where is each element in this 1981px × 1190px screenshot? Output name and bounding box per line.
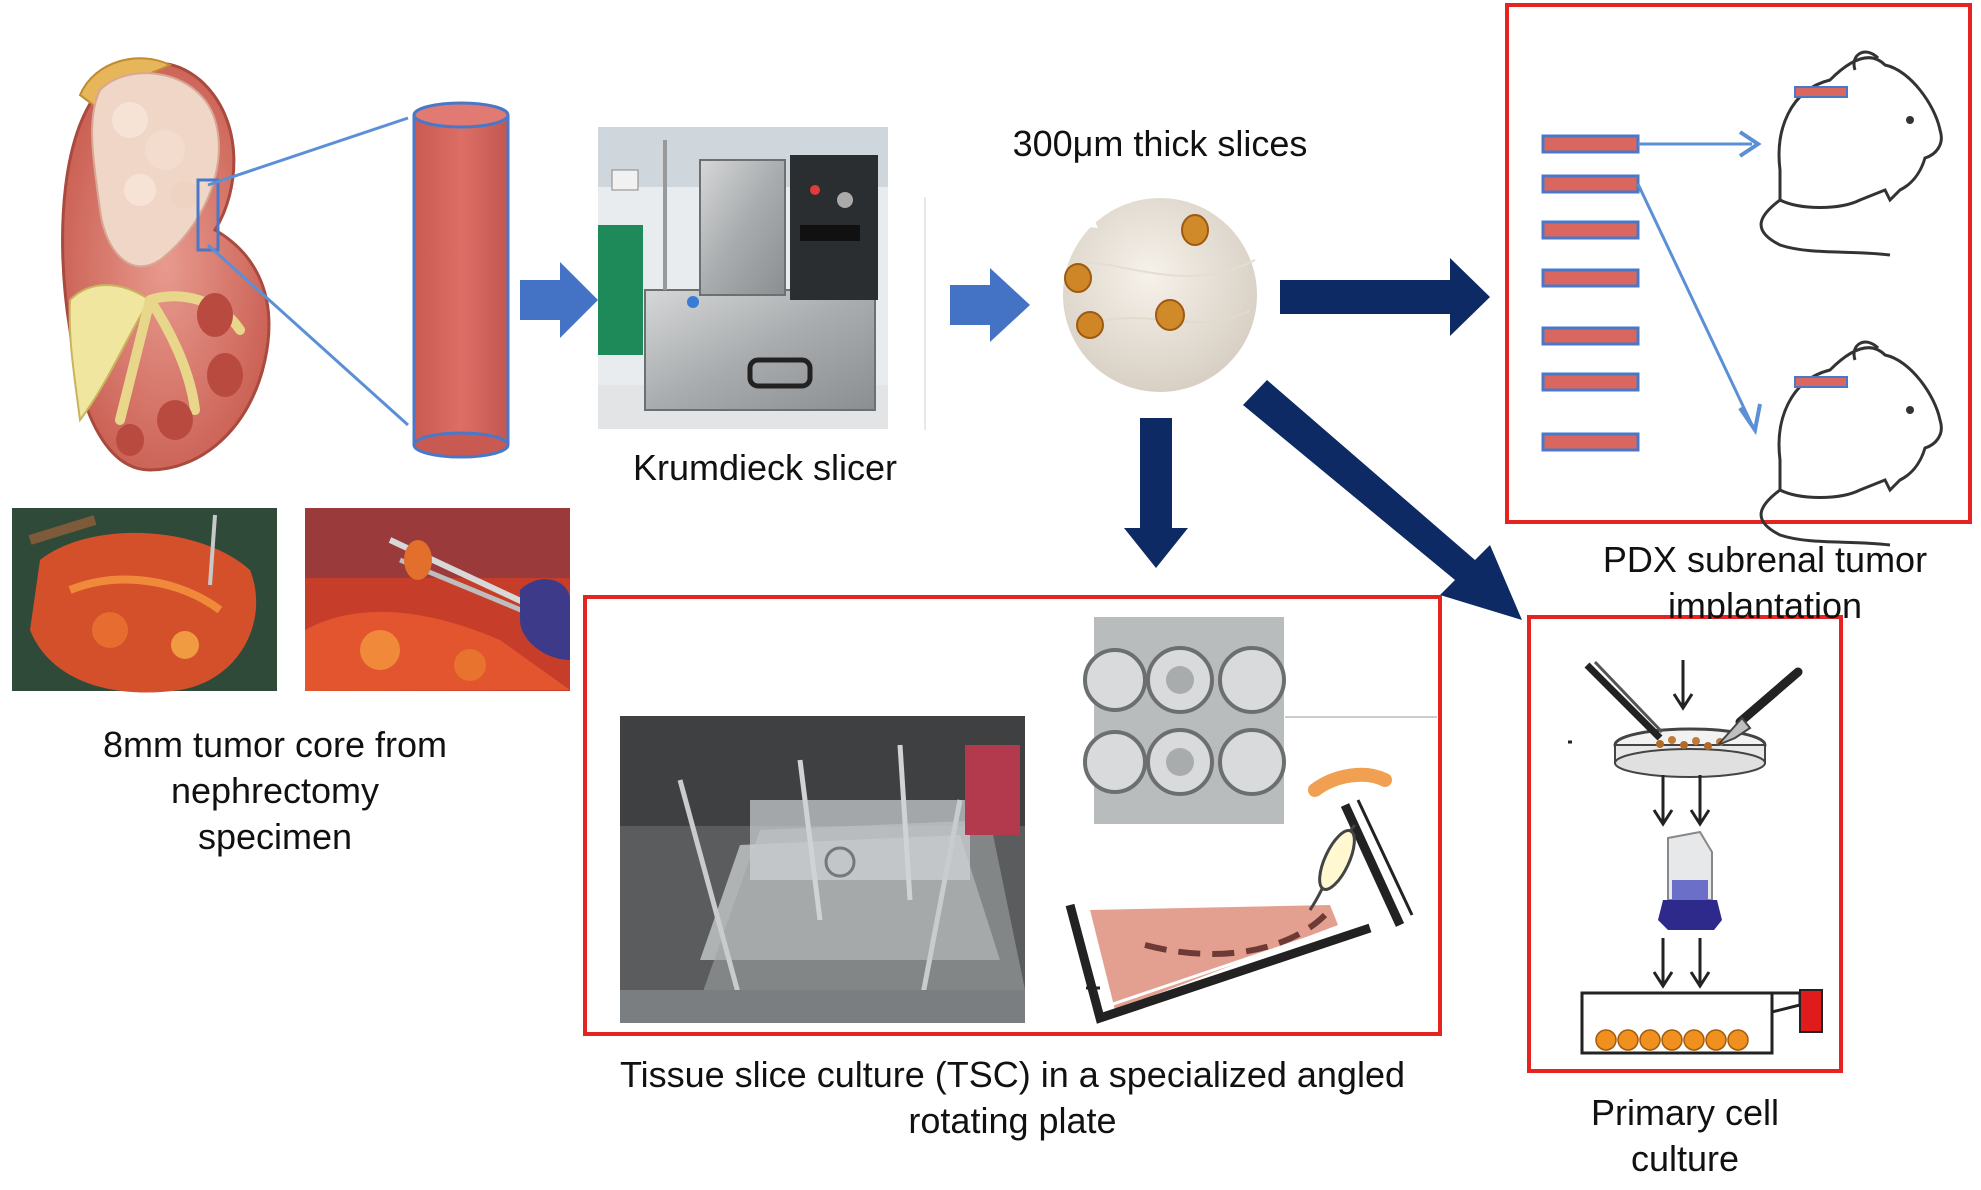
core-label-line-2: nephrectomy <box>170 770 380 811</box>
tsc-label-line-2: rotating plate <box>908 1100 1117 1141</box>
core-label-line-3: specimen <box>197 816 353 857</box>
tweezers-icon <box>1584 660 1664 741</box>
slices-label: 300μm thick slices <box>1012 123 1308 164</box>
flow-arrows <box>1652 775 1711 989</box>
tissue-slice-stack <box>1541 134 1640 452</box>
slicer-label: Krumdieck slicer <box>632 447 898 488</box>
primary-culture-box <box>1527 615 1843 1073</box>
tumor-photo-2 <box>305 508 570 691</box>
implant-arrowhead-bottom <box>1738 403 1762 436</box>
zoom-line-bottom <box>206 243 410 427</box>
scalpel-icon <box>1717 667 1803 746</box>
angled-plate-icon <box>1065 767 1414 1024</box>
arrow-to-slices <box>950 268 1030 342</box>
pdx-box <box>1505 3 1972 524</box>
rotator-photo <box>620 716 1025 1023</box>
kidney-illustration <box>61 57 271 472</box>
primary-label-line-2: culture <box>1630 1138 1740 1179</box>
tumor-photo-1 <box>12 508 277 693</box>
implant-line-bottom <box>1636 183 1754 426</box>
tissue-core-cylinder <box>412 101 510 459</box>
centrifuge-tube-icon <box>1658 830 1722 930</box>
arrow-to-primary <box>1243 380 1522 620</box>
petri-dish-photo <box>1063 198 1257 392</box>
pdx-label-line-2: implantation <box>1667 585 1863 619</box>
tsc-label-line-1: Tissue slice culture (TSC) in a speciali… <box>619 1054 1405 1095</box>
tsc-box <box>583 595 1442 1036</box>
arrow-to-pdx <box>1280 258 1490 336</box>
arrow-to-slicer <box>520 262 598 338</box>
zoom-line-top <box>207 116 409 187</box>
well-plate-photo <box>1083 617 1286 824</box>
mouse-icon <box>1759 340 1943 547</box>
culture-flask-icon <box>1580 989 1823 1055</box>
slicer-photo <box>598 127 926 430</box>
pdx-label-line-1: PDX subrenal tumor <box>1602 539 1928 580</box>
mouse-icon <box>1759 50 1943 257</box>
primary-label-line-1: Primary cell <box>1590 1092 1779 1133</box>
core-label-line-1: 8mm tumor core from <box>102 724 448 765</box>
implant-arrowhead-top <box>1738 130 1762 158</box>
arrow-to-tsc <box>1124 418 1188 568</box>
